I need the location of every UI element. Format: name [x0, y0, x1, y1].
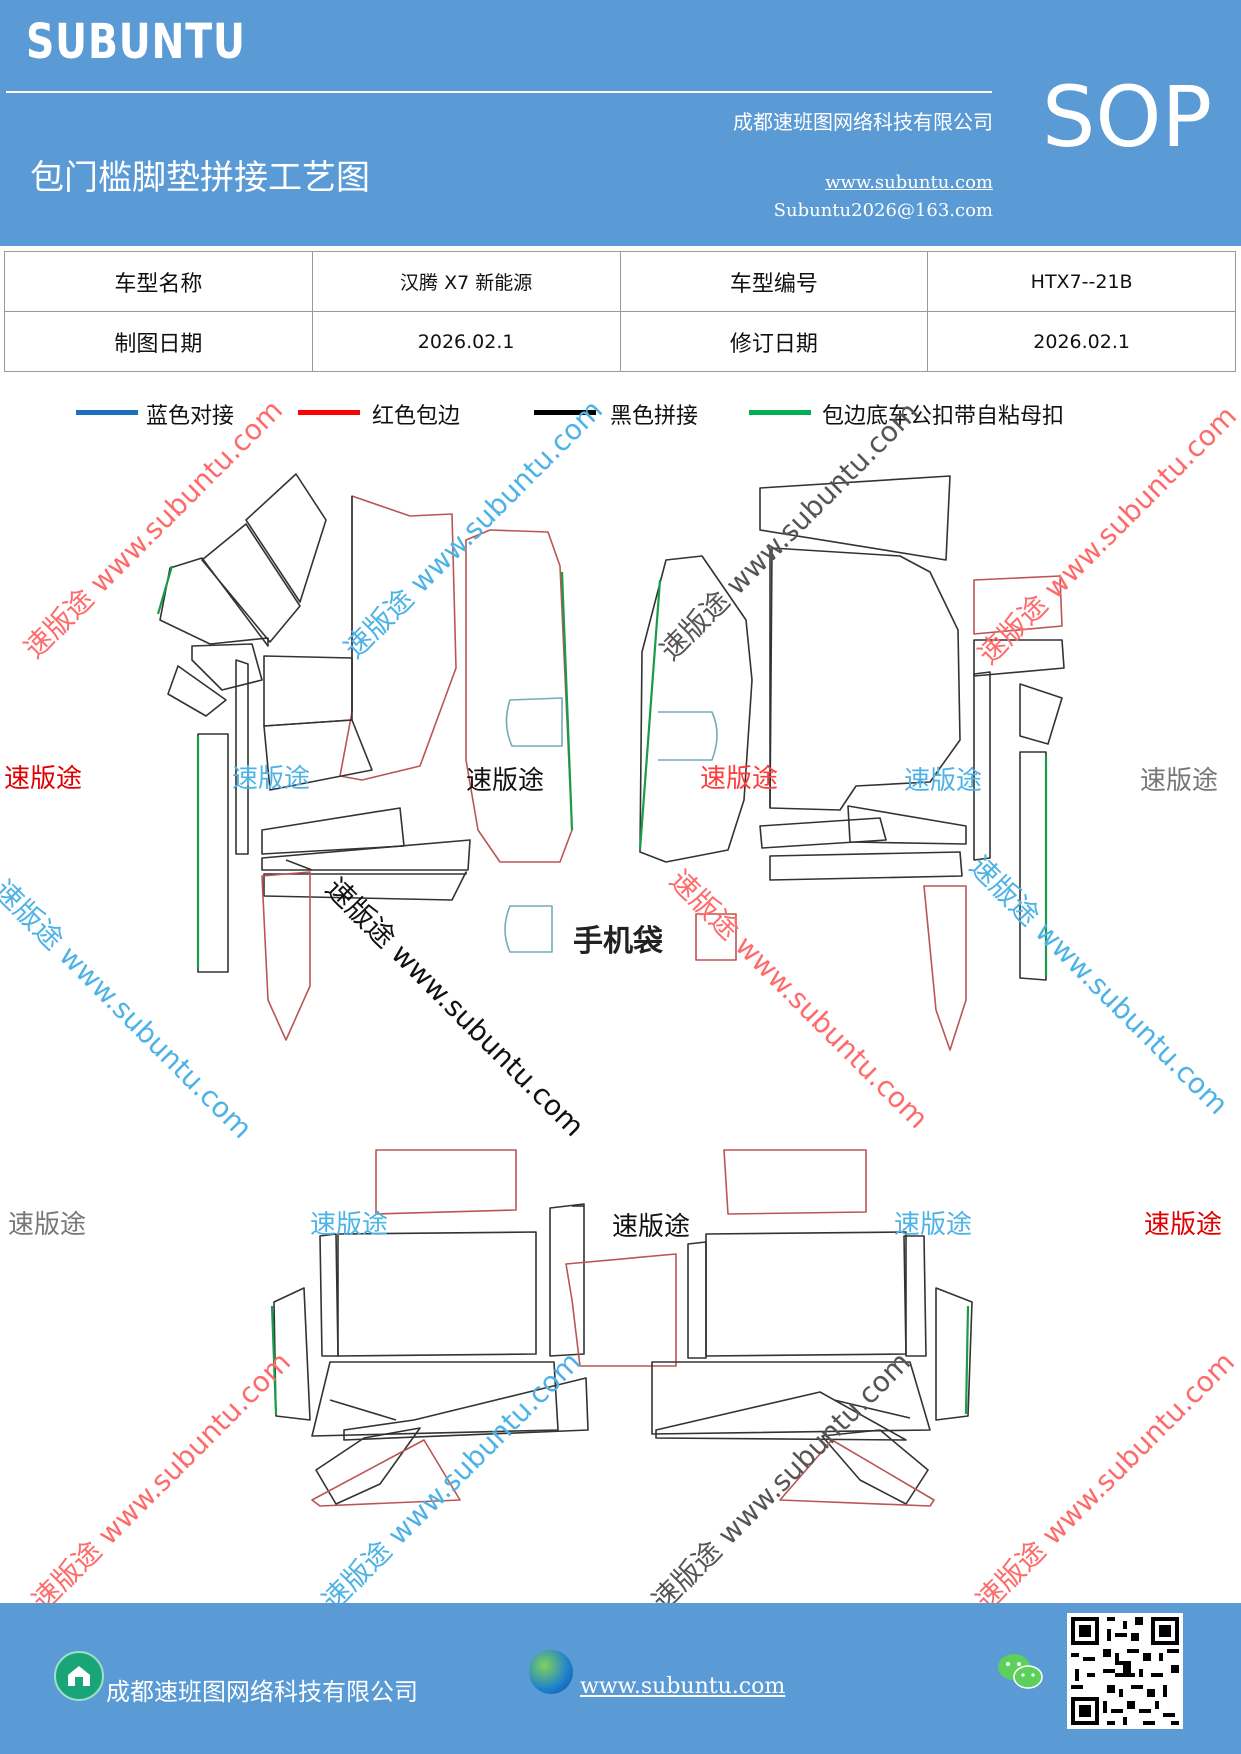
upper-right-pieces	[759, 475, 1065, 1051]
revise-date-value: 2026.02.1	[927, 311, 1236, 372]
wechat-icon[interactable]	[996, 1650, 1044, 1694]
qr-code[interactable]	[1067, 1613, 1183, 1729]
footer-company: 成都速班图网络科技有限公司	[106, 1678, 418, 1706]
upper-center-left-piece	[465, 529, 574, 953]
lower-left-pieces	[270, 1149, 677, 1507]
upper-left-pieces	[156, 473, 471, 1041]
draw-date-label: 制图日期	[4, 311, 313, 372]
header-website-link[interactable]: www.subuntu.com	[825, 172, 993, 193]
header-company: 成都速班图网络科技有限公司	[733, 110, 993, 134]
header-email: Subuntu2026@163.com	[773, 200, 993, 221]
footer-website-link[interactable]: www.subuntu.com	[580, 1674, 786, 1699]
page-title: 包门槛脚垫拼接工艺图	[30, 158, 370, 198]
lower-right-pieces	[651, 1149, 973, 1507]
legend-swatch-black	[534, 410, 596, 415]
table-row: 车型名称 汉腾 X7 新能源 车型编号 HTX7--21B	[4, 251, 1236, 312]
phone-bag-label: 手机袋	[573, 924, 663, 959]
model-code-label: 车型编号	[619, 251, 929, 312]
mat-pattern-drawing	[156, 473, 1065, 1507]
header-divider	[6, 91, 992, 93]
table-row: 制图日期 2026.02.1 修订日期 2026.02.1	[4, 311, 1236, 372]
home-icon	[54, 1651, 104, 1701]
draw-date-value: 2026.02.1	[311, 311, 621, 372]
model-code-value: HTX7--21B	[927, 251, 1236, 312]
legend-label: 红色包边	[372, 404, 461, 429]
legend-label: 黑色拼接	[610, 404, 699, 429]
legend-swatch-red	[298, 410, 360, 415]
globe-icon	[529, 1650, 573, 1694]
revise-date-label: 修订日期	[619, 311, 929, 372]
brand-logo: SUBUNTU	[26, 14, 246, 70]
sop-badge: SOP	[1042, 68, 1213, 166]
upper-center-right-piece	[638, 555, 753, 961]
header-banner	[0, 0, 1241, 246]
vehicle-info-table: 车型名称 汉腾 X7 新能源 车型编号 HTX7--21B 制图日期 2026.…	[4, 251, 1236, 372]
legend-swatch-green	[749, 410, 811, 415]
model-name-label: 车型名称	[4, 251, 313, 312]
legend-label: 包边底车公扣带自粘母扣	[822, 404, 1065, 429]
legend-swatch-blue	[76, 410, 138, 415]
model-name-value: 汉腾 X7 新能源	[311, 251, 621, 312]
legend-label: 蓝色对接	[146, 404, 235, 429]
